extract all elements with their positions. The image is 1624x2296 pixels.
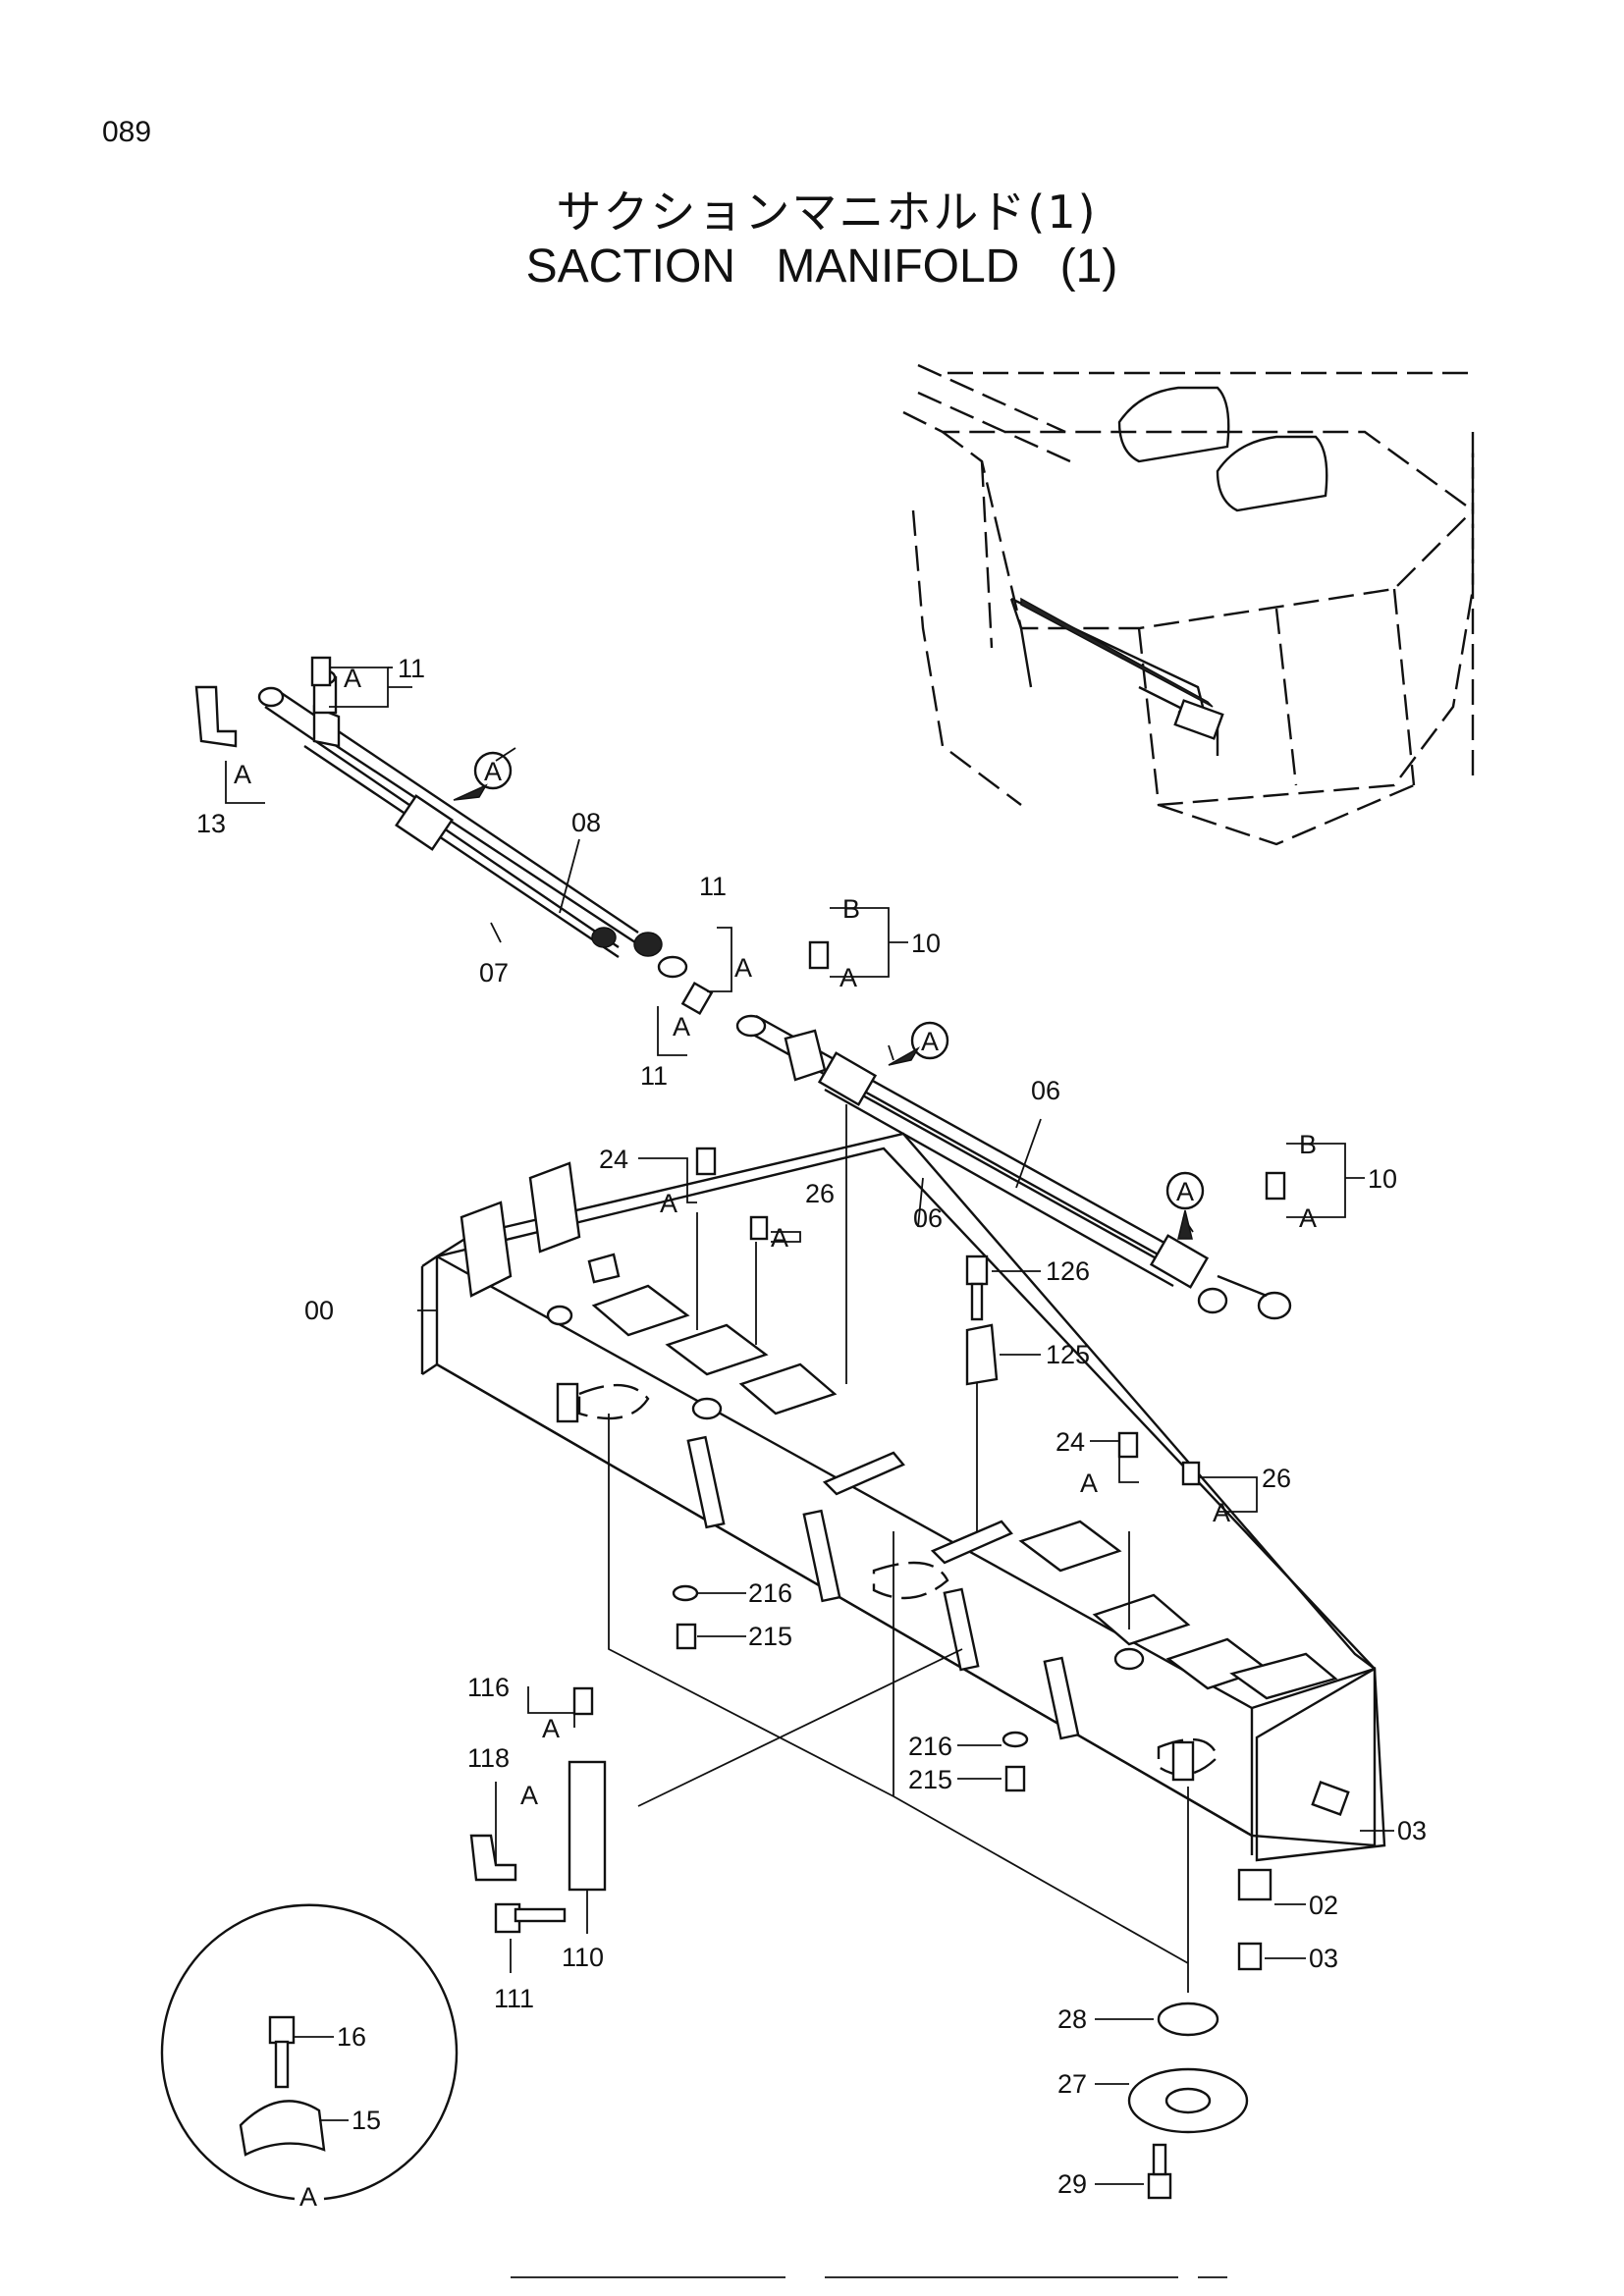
- callout-a-118: A: [520, 1781, 538, 1810]
- callout-00: 00: [304, 1296, 334, 1325]
- elbow-fitting-118: [469, 1834, 517, 1882]
- bracket-125: [965, 1323, 999, 1386]
- loose-parts: [194, 656, 1350, 2200]
- manifold-block-110: [568, 1760, 607, 1892]
- callout-26-top: 26: [805, 1179, 835, 1208]
- page-title-japanese: サクションマニホルド(1): [556, 186, 1098, 239]
- callout-03-bottom: 03: [1309, 1944, 1338, 1973]
- hose-fitting-26-right: [1181, 1461, 1201, 1486]
- callout-110: 110: [562, 1943, 604, 1972]
- callout-26-right: 26: [1262, 1464, 1291, 1493]
- callout-b-right: B: [1299, 1130, 1317, 1159]
- bolt-16-shank: [274, 2040, 290, 2089]
- callout-215-left: 215: [748, 1622, 792, 1651]
- bolt-29-shank: [1152, 2143, 1167, 2176]
- svg-text:A: A: [921, 1027, 939, 1056]
- callout-a-24right: A: [1080, 1468, 1098, 1498]
- callout-15: 15: [352, 2106, 381, 2135]
- callout-a-26top: A: [771, 1223, 788, 1253]
- callout-16: 16: [337, 2022, 366, 2052]
- hose-fitting-24-right: [1117, 1431, 1139, 1459]
- callout-10-right: 10: [1368, 1164, 1397, 1194]
- callout-a-26right: A: [1213, 1498, 1230, 1527]
- detail-a-inset: [160, 1903, 459, 2201]
- bolt-111-shank: [514, 1907, 567, 1923]
- hose-fitting-10-top: [808, 940, 830, 970]
- hose-fitting-24-top: [695, 1147, 717, 1176]
- callout-a-10top: A: [839, 963, 857, 992]
- hose-fitting-11-mid: [680, 981, 714, 1016]
- callout-a-24top: A: [660, 1189, 677, 1218]
- hose-fitting-26-top: [749, 1215, 769, 1241]
- callout-07: 07: [479, 958, 509, 988]
- callout-216-left: 216: [748, 1578, 792, 1608]
- machine-overview: [902, 363, 1475, 846]
- callout-11-top: 11: [398, 654, 425, 683]
- bolt-29-head: [1147, 2172, 1172, 2200]
- callout-29: 29: [1057, 2169, 1087, 2199]
- leader-lines: [225, 667, 1394, 2185]
- callout-a-right: A: [1299, 1203, 1317, 1233]
- callout-a-mid2: A: [673, 1012, 690, 1041]
- callout-24-top: 24: [599, 1145, 628, 1174]
- callout-06-b: 06: [913, 1203, 943, 1233]
- bolt-215-right: [1004, 1765, 1026, 1792]
- bolt-126-shank: [970, 1282, 984, 1321]
- detail-a-marker-1: A: [453, 751, 513, 801]
- upper-pipe-assembly: [257, 668, 688, 979]
- hose-fitting-10-right: [1265, 1171, 1286, 1201]
- bolt-126-head: [965, 1255, 989, 1286]
- callout-11-mid: 11: [699, 872, 727, 901]
- page-number: 089: [102, 116, 152, 148]
- bolt-16-head: [268, 2015, 296, 2045]
- callout-a-mid: A: [734, 953, 752, 983]
- callout-125: 125: [1046, 1340, 1090, 1369]
- callout-215-right: 215: [908, 1765, 952, 1794]
- callout-08: 08: [571, 808, 601, 837]
- callout-labels: 11 A A 13 08 07 11 A A 11 B 10 A 06 06 B…: [196, 654, 1427, 2212]
- callout-111: 111: [494, 1984, 534, 2013]
- callout-216-right: 216: [908, 1732, 952, 1761]
- washer-216-right: [1001, 1731, 1029, 1748]
- lower-pipe-assembly: [735, 1014, 1292, 1320]
- elbow-fitting-13: [194, 685, 238, 748]
- callout-b-top: B: [842, 894, 860, 924]
- callout-06-a: 06: [1031, 1076, 1060, 1105]
- hose-fitting-11-top: [310, 656, 332, 687]
- callout-a-13: A: [234, 760, 251, 789]
- callout-118: 118: [467, 1743, 510, 1773]
- callout-a-top: A: [344, 664, 361, 693]
- detail-a-marker-3: A: [1165, 1171, 1205, 1240]
- manifold-body: [420, 1104, 1386, 1993]
- plug-03-top: [1311, 1781, 1350, 1816]
- callout-a-116: A: [542, 1714, 560, 1743]
- bolt-215-left: [676, 1623, 697, 1650]
- detail-a-marker-2: A: [888, 1021, 949, 1066]
- callout-02: 02: [1309, 1891, 1338, 1920]
- hose-fitting-116: [572, 1686, 594, 1716]
- callout-27: 27: [1057, 2069, 1087, 2099]
- washer-216-left: [672, 1584, 699, 1602]
- svg-text:A: A: [1176, 1177, 1194, 1206]
- svg-text:A: A: [484, 757, 502, 786]
- clamp-15: [239, 2100, 326, 2157]
- callout-03-top: 03: [1397, 1816, 1427, 1845]
- page-title-english: SACTION MANIFOLD (1): [525, 240, 1118, 293]
- fitting-02: [1237, 1868, 1272, 1901]
- callout-13: 13: [196, 809, 226, 838]
- callout-24-right: 24: [1056, 1427, 1085, 1457]
- callout-116: 116: [467, 1673, 510, 1702]
- gasket-28: [1157, 2002, 1219, 2037]
- callout-28: 28: [1057, 2004, 1087, 2034]
- callout-11-low: 11: [640, 1061, 668, 1091]
- plug-03-bottom: [1237, 1942, 1263, 1971]
- callout-10-top: 10: [911, 929, 941, 958]
- callout-detail-a: A: [299, 2182, 317, 2212]
- callout-126: 126: [1046, 1256, 1090, 1286]
